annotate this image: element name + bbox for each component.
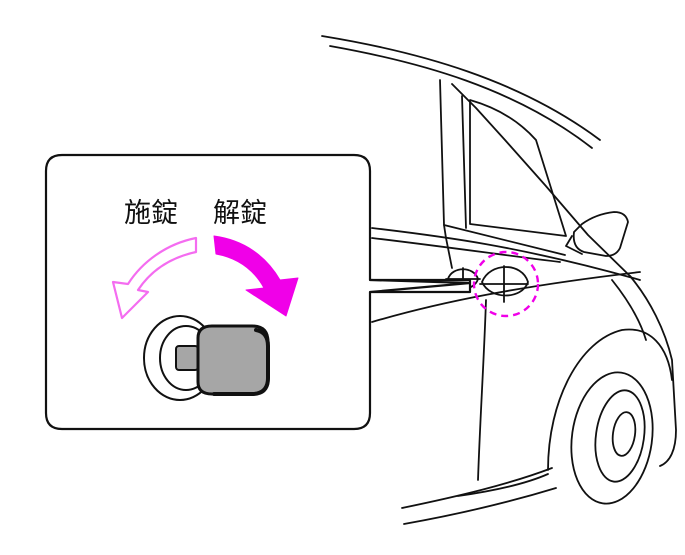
door-rear-seam — [445, 237, 453, 269]
side-crease — [371, 271, 641, 323]
car-roof-inner — [329, 45, 593, 149]
key-cylinder-highlight — [472, 250, 540, 318]
car-a-pillar — [451, 83, 633, 279]
callout-panel: 施錠 解錠 — [44, 153, 472, 431]
door-front-seam — [477, 299, 487, 481]
belt-line — [371, 227, 641, 281]
car-roof-outer — [321, 35, 601, 141]
front-door-handle — [479, 265, 529, 303]
sill-line — [457, 473, 549, 497]
front-wheel-rim — [594, 389, 646, 483]
key-blade — [175, 345, 199, 371]
key-in-cylinder-icon — [143, 315, 270, 401]
lock-label: 施錠 — [124, 198, 178, 229]
front-fender — [629, 275, 677, 467]
front-wheel-hub — [611, 411, 637, 457]
lock-arrow-icon — [111, 236, 198, 320]
belt-line-lower — [371, 237, 561, 263]
side-mirror-base — [565, 235, 583, 255]
wheel-arch — [547, 328, 673, 471]
unlock-label: 解錠 — [213, 198, 267, 229]
rocker-panel — [401, 467, 553, 509]
front-fender-inner — [611, 279, 647, 341]
car-illustration — [321, 35, 677, 525]
rocker-panel-lower — [403, 487, 557, 525]
front-wheel-tire — [570, 371, 654, 505]
callout-pointer — [369, 278, 472, 294]
unlock-arrow-icon — [213, 235, 299, 317]
key-head — [196, 324, 270, 396]
side-mirror — [572, 211, 629, 257]
car-b-pillar — [443, 224, 447, 239]
door-window-frame-inner — [461, 95, 467, 229]
door-window-glass — [469, 99, 567, 237]
key-head-shadow — [212, 328, 270, 396]
